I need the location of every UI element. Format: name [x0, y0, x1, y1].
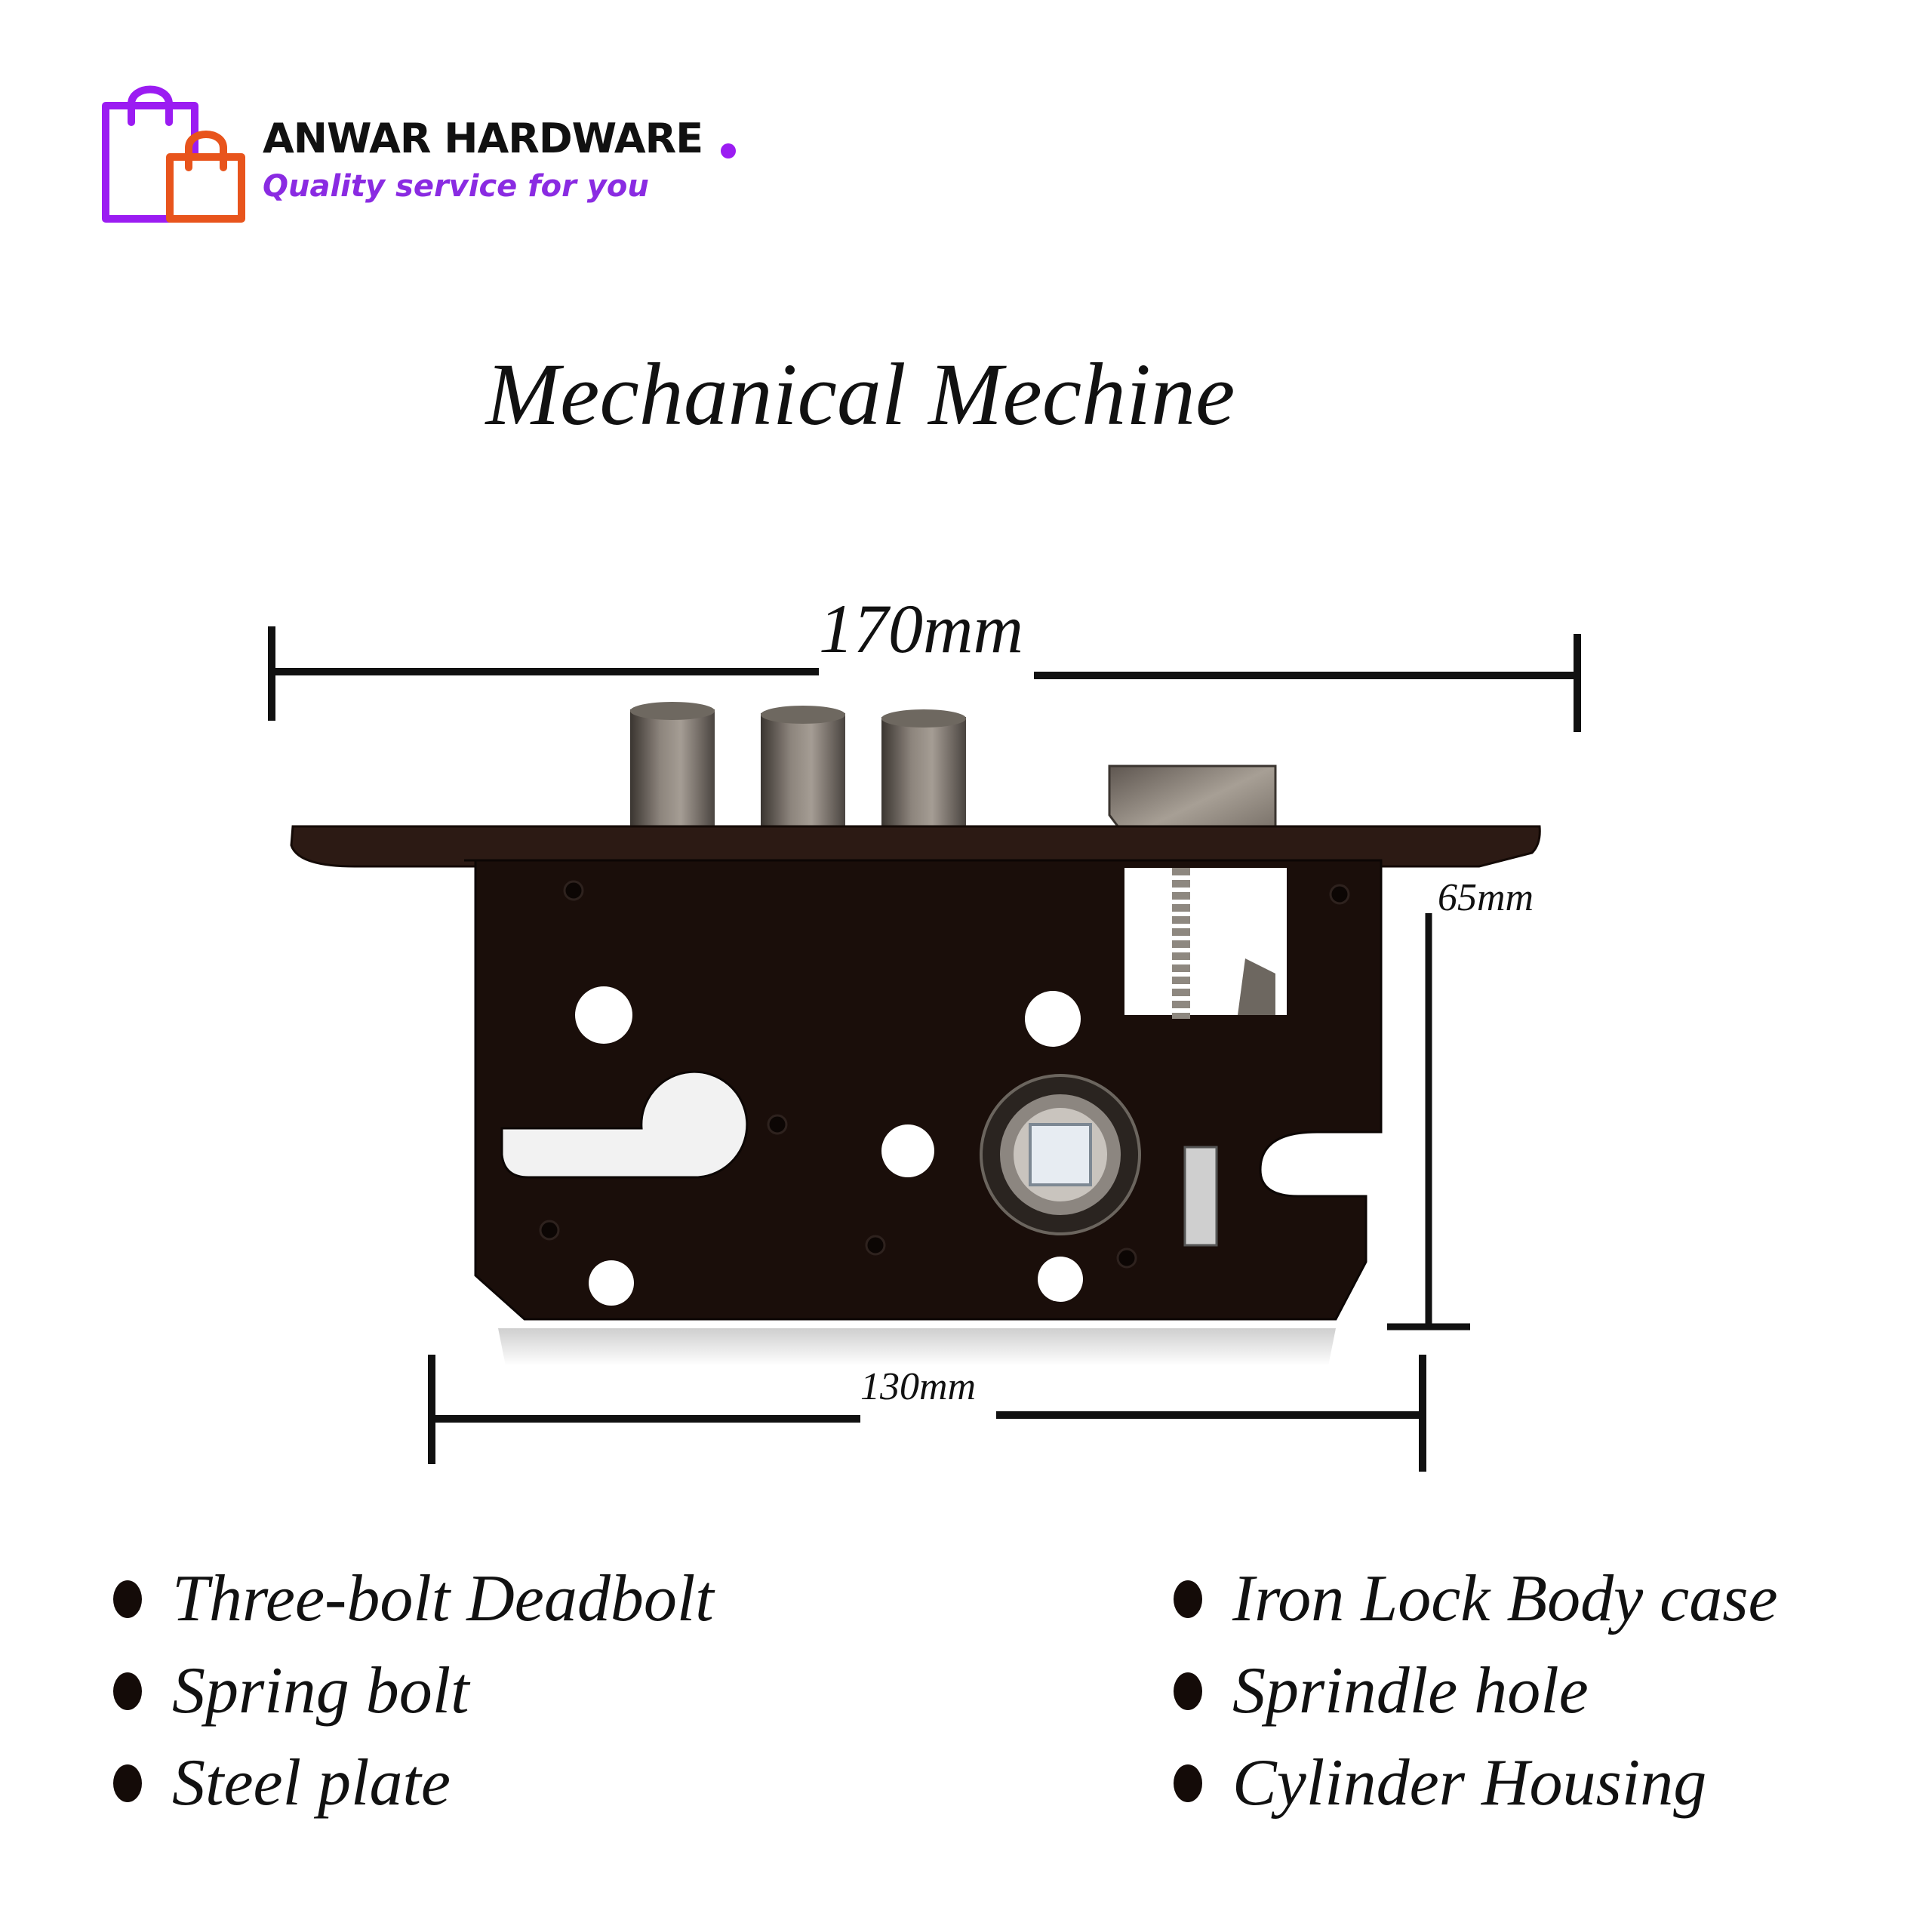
- deadbolt-pins: [630, 702, 966, 845]
- feature-label: Three-bolt Deadbolt: [172, 1562, 714, 1635]
- feature-label: Cylinder Housing: [1232, 1746, 1707, 1820]
- feature-label: Sprindle hole: [1232, 1654, 1589, 1727]
- bullet-icon: [113, 1580, 142, 1618]
- bullet-icon: [1174, 1672, 1202, 1710]
- brand-dot: [721, 143, 736, 158]
- steel-face-plate: [290, 825, 1541, 868]
- feature-item: Cylinder Housing: [1174, 1745, 1706, 1821]
- floor-reflection: [498, 1328, 1336, 1366]
- body-screws: [539, 880, 1350, 1269]
- bullet-icon: [113, 1764, 142, 1802]
- feature-item: Sprindle hole: [1174, 1653, 1589, 1729]
- feature-label: Steel plate: [172, 1746, 451, 1820]
- dimension-line-body: [428, 1355, 1426, 1472]
- feature-label: Iron Lock Body case: [1232, 1562, 1778, 1635]
- slide-switch: [1183, 1146, 1218, 1247]
- dimension-line-width: [268, 626, 1581, 732]
- page-title: Mechanical Mechine: [485, 345, 1235, 444]
- feature-item: Steel plate: [113, 1745, 451, 1821]
- spindle-hub: [980, 1074, 1141, 1235]
- body-holes: [575, 986, 1083, 1306]
- dimension-label-height: 65mm: [1438, 876, 1534, 919]
- feature-label: Spring bolt: [172, 1654, 469, 1727]
- feature-item: Spring bolt: [113, 1653, 469, 1729]
- brand-tagline: Quality service for you: [263, 169, 649, 204]
- brand-header: ANWAR HARDWARE Quality service for you: [98, 85, 777, 235]
- shopping-bags-logo: [102, 85, 245, 223]
- bullet-icon: [113, 1672, 142, 1710]
- feature-item: Three-bolt Deadbolt: [113, 1561, 714, 1637]
- dimension-label-width: 170mm: [819, 590, 1023, 667]
- bullet-icon: [1174, 1764, 1202, 1802]
- brand-name: ANWAR HARDWARE: [263, 115, 703, 162]
- feature-item: Iron Lock Body case: [1174, 1561, 1778, 1637]
- dimension-label-body: 130mm: [860, 1365, 977, 1408]
- latch-lever: [1238, 958, 1275, 1015]
- dimension-line-height: [1387, 913, 1470, 1331]
- cylinder-housing-cutout: [500, 1070, 749, 1179]
- bullet-icon: [1174, 1580, 1202, 1618]
